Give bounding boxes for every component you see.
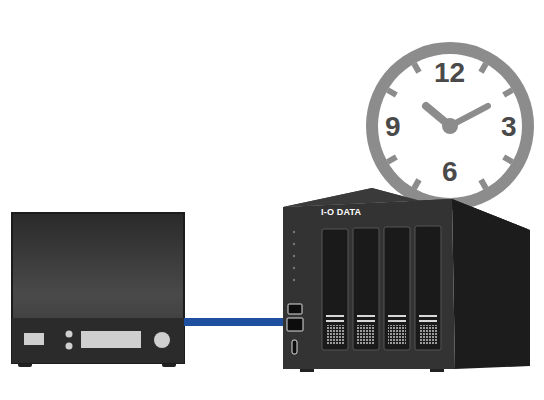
recorder-device	[12, 213, 184, 367]
brand-logo: I-O DATA	[321, 208, 361, 217]
clock-icon	[366, 42, 534, 210]
clock-number: 12	[434, 59, 465, 87]
clock-number: 9	[385, 113, 401, 141]
nas-device	[283, 188, 530, 372]
clock-number: 3	[501, 113, 517, 141]
clock-number: 6	[442, 158, 458, 186]
lan-cable	[184, 318, 284, 326]
